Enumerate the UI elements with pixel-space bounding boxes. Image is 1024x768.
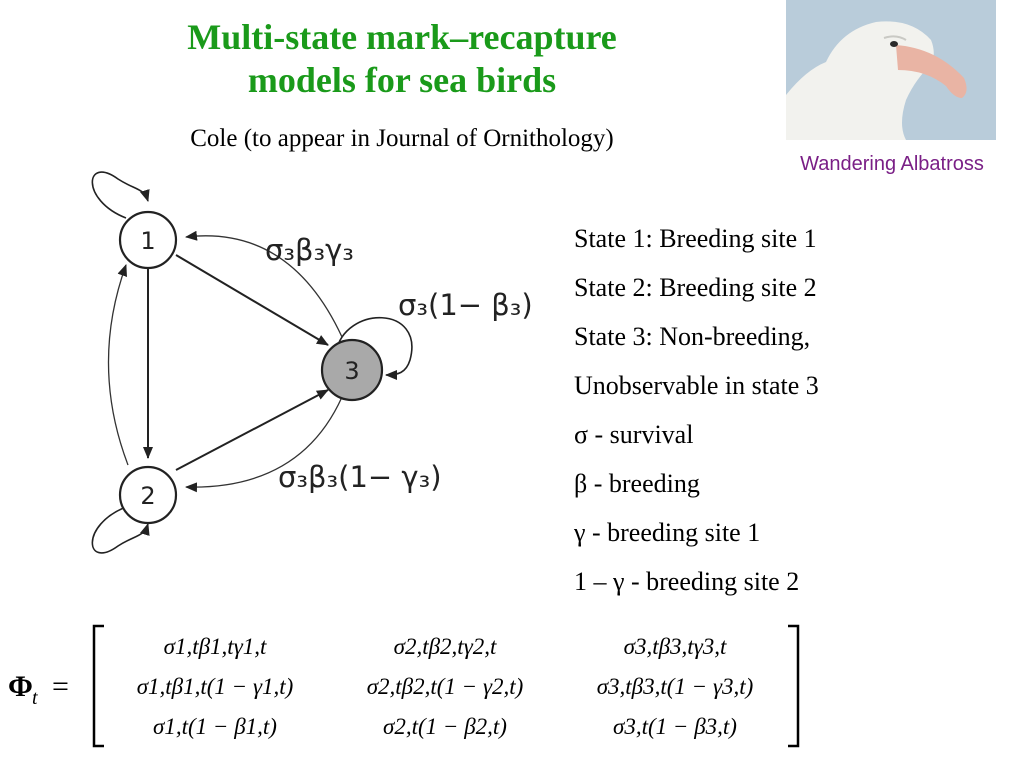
legend-line: β - breeding bbox=[574, 469, 700, 498]
legend-line: γ - breeding site 1 bbox=[574, 518, 761, 547]
matrix-symbol: Φ bbox=[8, 670, 33, 703]
left-bracket bbox=[92, 624, 104, 748]
edge-label-to-state1: σ₃β₃γ₃ bbox=[265, 233, 354, 267]
matrix-cell: σ2,tβ2,tγ2,t bbox=[394, 634, 497, 659]
title-line-2: models for sea birds bbox=[247, 60, 557, 100]
legend-line: 1 – γ - breeding site 2 bbox=[574, 567, 800, 596]
albatross-brow bbox=[883, 35, 907, 41]
matrix-cell: σ2,tβ2,t(1 − γ2,t) bbox=[367, 674, 524, 699]
edge-3-to-2 bbox=[185, 396, 343, 493]
legend-line: State 2: Breeding site 2 bbox=[574, 273, 817, 302]
title-line-1: Multi-state mark–recapture bbox=[187, 17, 617, 57]
edge-label-to-state3: σ₃(1− β₃) bbox=[398, 288, 533, 322]
legend-line: State 3: Non-breeding, bbox=[574, 322, 811, 351]
self-loop-state1 bbox=[91, 171, 150, 219]
legend-line: Unobservable in state 3 bbox=[574, 371, 819, 400]
matrix-cell: σ3,t(1 − β3,t) bbox=[613, 714, 737, 739]
matrix-cell: σ1,t(1 − β1,t) bbox=[153, 714, 277, 739]
albatross-eye bbox=[890, 41, 898, 47]
matrix-cell: σ2,t(1 − β2,t) bbox=[383, 714, 507, 739]
edge-1-to-3 bbox=[175, 254, 329, 346]
edge-2-to-3 bbox=[175, 389, 329, 471]
legend-line: State 1: Breeding site 1 bbox=[574, 224, 817, 253]
right-bracket bbox=[788, 624, 800, 748]
self-loop-state2 bbox=[91, 506, 150, 554]
state-node-3-label: 3 bbox=[344, 357, 359, 385]
slide-title: Multi-state mark–recapture models for se… bbox=[92, 16, 712, 102]
state-node-2-label: 2 bbox=[140, 482, 155, 510]
albatross-beak bbox=[896, 45, 967, 98]
matrix-subscript: t bbox=[32, 687, 38, 709]
matrix-cell: σ3,tβ3,tγ3,t bbox=[624, 634, 727, 659]
albatross-photo bbox=[786, 0, 996, 140]
state-node-3 bbox=[320, 338, 384, 402]
edge-3-to-1 bbox=[185, 230, 343, 338]
photo-caption: Wandering Albatross bbox=[800, 153, 984, 175]
state-node-1 bbox=[118, 210, 178, 270]
slide-subtitle: Cole (to appear in Journal of Ornitholog… bbox=[190, 125, 614, 152]
state-diagram-svg: 1 2 3 σ₃β₃γ₃ σ₃(1− β₃) σ₃β₃(1− γ₃) bbox=[91, 171, 533, 554]
matrix-cell: σ3,tβ3,t(1 − γ3,t) bbox=[597, 674, 754, 699]
edge-label-to-state2: σ₃β₃(1− γ₃) bbox=[278, 460, 442, 494]
edge-2-to-1 bbox=[107, 264, 129, 466]
matrix-cell: σ1,tβ1,t(1 − γ1,t) bbox=[137, 674, 294, 699]
state-diagram: 1 2 3 σ₃β₃γ₃ σ₃(1− β₃) σ₃β₃(1− γ₃) bbox=[80, 165, 560, 585]
state-legend: State 1: Breeding site 1 State 2: Breedi… bbox=[574, 214, 819, 606]
transition-matrix: Φ t = σ1,tβ1,tγ1,t σ2,tβ2,tγ2,t σ3,tβ3,t… bbox=[0, 616, 820, 756]
matrix-equals: = bbox=[52, 670, 69, 703]
state-node-1-label: 1 bbox=[140, 227, 155, 255]
matrix-cell: σ1,tβ1,tγ1,t bbox=[164, 634, 267, 659]
legend-line: σ - survival bbox=[574, 420, 694, 449]
self-loop-state3 bbox=[335, 316, 413, 380]
state-node-2 bbox=[118, 465, 178, 525]
